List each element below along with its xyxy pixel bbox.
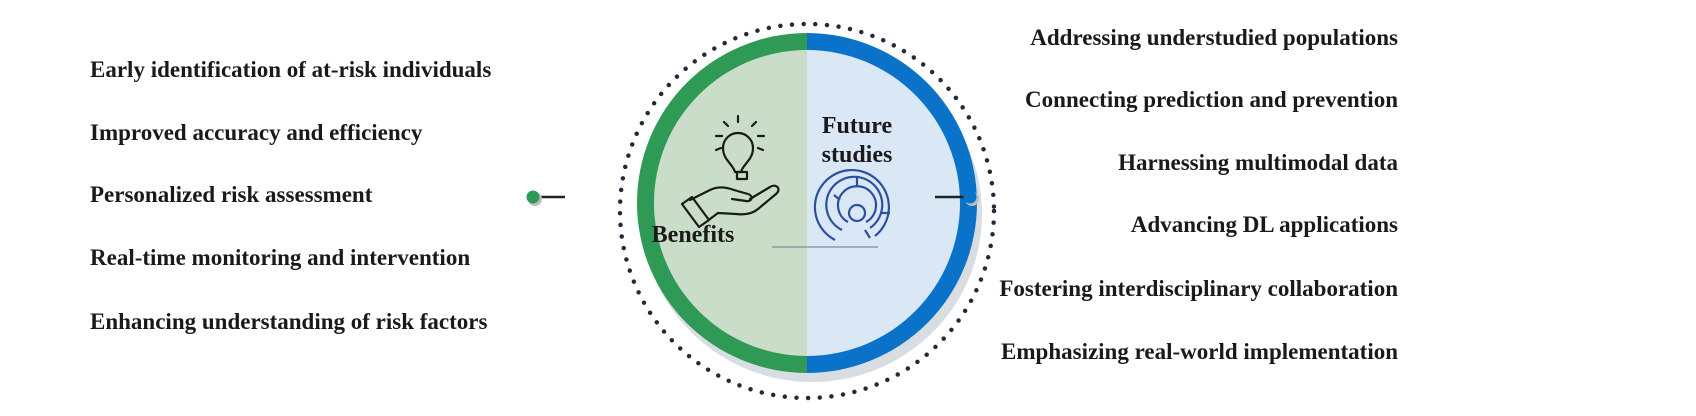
benefit-item: Improved accuracy and efficiency — [90, 120, 423, 145]
benefits-label: Benefits — [651, 222, 735, 248]
future-half — [807, 50, 960, 356]
benefits-dot — [526, 190, 540, 204]
future-studies-label: Future studies — [821, 113, 893, 168]
benefit-item: Enhancing understanding of risk factors — [90, 309, 488, 334]
lightbulb-hand-icon — [680, 114, 780, 229]
future-item: Addressing understudied populations — [1030, 25, 1398, 50]
benefit-item: Early identification of at-risk individu… — [90, 57, 492, 82]
future-dot — [963, 190, 977, 204]
future-item: Harnessing multimodal data — [1118, 150, 1398, 175]
future-item: Advancing DL applications — [1130, 212, 1398, 237]
benefits-half — [654, 50, 807, 356]
benefit-item: Real-time monitoring and intervention — [90, 245, 471, 270]
future-item: Emphasizing real-world implementation — [1001, 339, 1398, 364]
future-item: Connecting prediction and prevention — [1025, 87, 1398, 112]
future-item: Fostering interdisciplinary collaboratio… — [999, 276, 1398, 301]
maze-icon — [813, 169, 890, 241]
benefit-item: Personalized risk assessment — [90, 182, 373, 207]
dotted-ring — [617, 21, 997, 401]
